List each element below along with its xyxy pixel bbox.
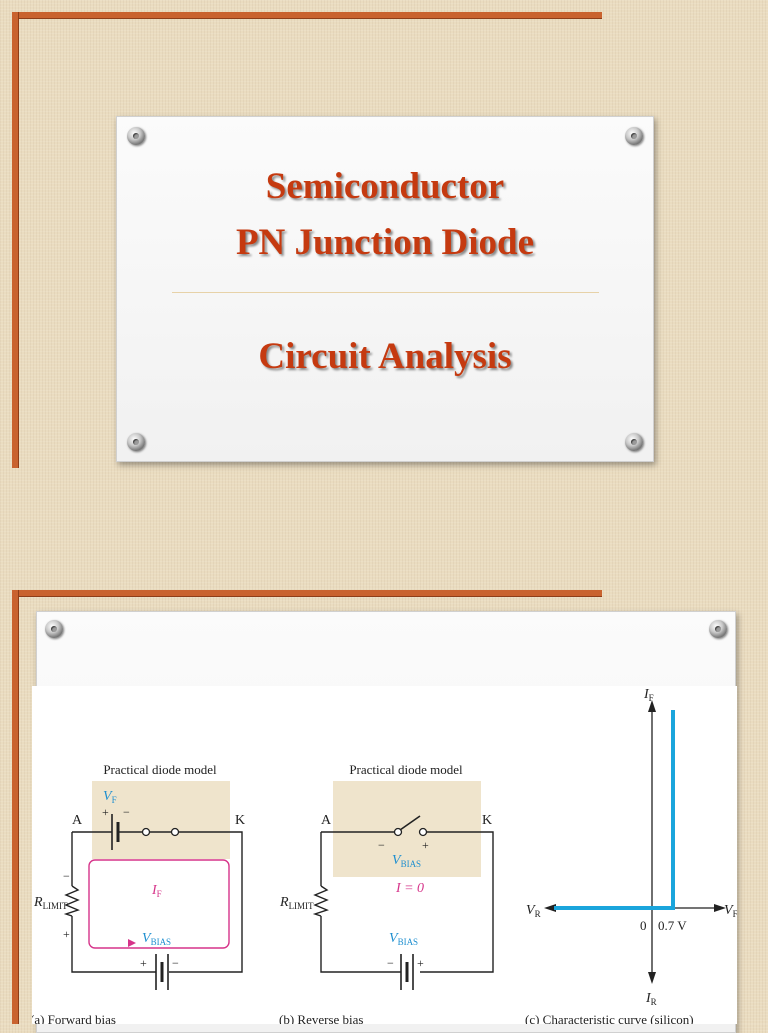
reverse-vbias-label: VBIAS [389, 931, 418, 947]
diode-figure-panel: Practical diode model + − VF A K − + RLI… [30, 686, 738, 1027]
if-axis-label-main: I [643, 687, 650, 702]
forward-vbias-label-main: V [142, 931, 152, 946]
y-axis-up-arrow-icon [648, 700, 656, 712]
reverse-model-minus: − [378, 838, 385, 852]
reverse-bias-circuit: Practical diode model A K − + VBIAS I = … [279, 762, 494, 1027]
if-axis-label-sub: F [649, 693, 654, 703]
forward-resistor-minus: − [63, 869, 70, 883]
forward-vf-label: VF [103, 789, 117, 805]
reverse-model-plus: + [422, 838, 429, 852]
reverse-switch-contact [418, 827, 428, 837]
reverse-bias-plus: + [417, 956, 424, 970]
reverse-vbias-label-main: V [389, 931, 399, 946]
forward-vf-label-sub: F [112, 795, 117, 805]
pin-icon [45, 620, 63, 638]
forward-vf-label-main: V [103, 789, 113, 804]
reverse-resistor [312, 885, 329, 917]
forward-model-label: Practical diode model [103, 762, 217, 777]
reverse-switch-blade [399, 815, 421, 831]
reverse-model-highlight [333, 781, 481, 877]
pin-icon [127, 433, 145, 451]
slide1-title-card: Semiconductor PN Junction Diode Circuit … [116, 116, 654, 462]
title-divider [172, 292, 599, 293]
forward-current-loop [88, 859, 230, 949]
reverse-vbias-model-sub: BIAS [401, 859, 422, 869]
slide1-frame-top [12, 12, 602, 19]
vf-axis-label-main: V [724, 903, 734, 918]
ir-axis-label-main: I [645, 991, 652, 1006]
characteristic-curve: IF IR VR VF 0 0.7 V (c) Characteristic c… [525, 687, 738, 1027]
slide2-frame-top [12, 590, 602, 597]
vr-axis-label-main: V [526, 903, 536, 918]
curve-caption: (c) Characteristic curve (silicon) [525, 1012, 694, 1024]
forward-vbias-label-sub: BIAS [151, 937, 172, 947]
x-axis-right-arrow-icon [714, 904, 726, 912]
slide1-frame-left [12, 12, 19, 468]
pin-icon [127, 127, 145, 145]
diode-iv-curve [554, 710, 675, 910]
slide-title-line3: Circuit Analysis [258, 336, 512, 377]
vr-axis-label: VR [526, 903, 541, 919]
forward-if-label-main: I [151, 883, 158, 898]
pin-icon [625, 433, 643, 451]
forward-vf-minus: − [123, 805, 130, 819]
reverse-model-label: Practical diode model [349, 762, 463, 777]
vf-axis-label: VF [724, 903, 737, 919]
slide-title-line2: PN Junction Diode [235, 222, 535, 263]
forward-resistor [63, 885, 80, 917]
forward-vf-plus: + [102, 805, 109, 819]
ir-axis-label: IR [645, 991, 657, 1007]
pin-icon [709, 620, 727, 638]
reverse-vbias-model-label: VBIAS [392, 853, 421, 869]
reverse-bias-minus: − [387, 956, 394, 970]
reverse-cathode-label: K [482, 813, 492, 828]
diode-figure: Practical diode model + − VF A K − + RLI… [30, 687, 738, 1027]
forward-switch-contact [170, 827, 180, 837]
slide2-frame-left [12, 590, 19, 1024]
y-axis-down-arrow-icon [648, 972, 656, 984]
reverse-resistor-label: RLIMIT [279, 895, 314, 911]
forward-resistor-plus: + [63, 927, 70, 941]
forward-cathode-label: K [235, 813, 245, 828]
forward-model-highlight [92, 781, 230, 859]
reverse-resistor-label-main: R [279, 895, 289, 910]
vr-axis-label-sub: R [535, 909, 541, 919]
pin-icon [625, 127, 643, 145]
reverse-wire [320, 831, 494, 973]
reverse-vbias-label-sub: BIAS [398, 937, 419, 947]
forward-bias-plus: + [140, 956, 147, 970]
forward-anode-label: A [72, 813, 83, 828]
knee-voltage-label: 0.7 V [658, 918, 687, 933]
reverse-vbias-model-main: V [392, 853, 402, 868]
if-axis-label: IF [643, 687, 654, 703]
forward-resistor-label: RLIMIT [33, 895, 68, 911]
forward-bias-minus: − [172, 956, 179, 970]
reverse-current-label: I = 0 [395, 881, 424, 896]
forward-caption: (a) Forward bias [32, 1012, 116, 1024]
reverse-caption: (b) Reverse bias [279, 1012, 363, 1024]
reverse-anode-label: A [321, 813, 332, 828]
forward-bias-circuit: Practical diode model + − VF A K − + RLI… [30, 762, 245, 1027]
forward-switch-contact [141, 827, 151, 837]
forward-if-label-sub: F [157, 889, 162, 899]
reverse-resistor-label-sub: LIMIT [289, 901, 314, 911]
reverse-switch-contact [393, 827, 403, 837]
forward-resistor-label-main: R [33, 895, 43, 910]
ir-axis-label-sub: R [651, 997, 657, 1007]
forward-resistor-label-sub: LIMIT [43, 901, 68, 911]
forward-if-label: IF [151, 883, 162, 899]
forward-vbias-label: VBIAS [142, 931, 171, 947]
slide-title-line1: Semiconductor [265, 166, 505, 207]
vf-axis-label-sub: F [733, 909, 737, 919]
x-axis-left-arrow-icon [544, 904, 556, 912]
origin-label: 0 [640, 918, 647, 933]
forward-current-arrow-icon [128, 939, 136, 947]
